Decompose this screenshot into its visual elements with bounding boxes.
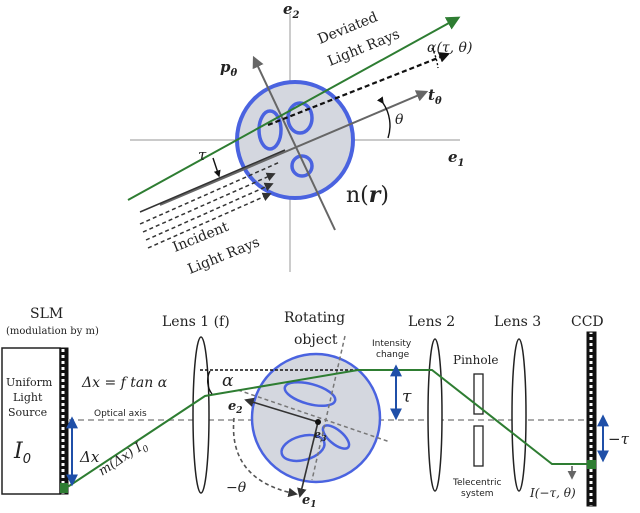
p-theta-label: p [220, 58, 231, 76]
svg-text:I0: I0 [13, 439, 31, 467]
telecentric-label-2: system [461, 489, 494, 499]
bottom-diagram: SLM (modulation by m) Lens 1 (f) Rotatin… [1, 306, 630, 510]
tau-arrow [212, 157, 221, 178]
neg-theta-label: −θ [226, 480, 247, 496]
source-I0: I [13, 439, 24, 464]
incident-ray-1 [139, 161, 281, 225]
object-axis-dashed-2 [237, 389, 391, 443]
alpha-arc-bottom [207, 370, 213, 395]
tau-label: τ [198, 146, 207, 164]
svg-text:e1: e1 [302, 493, 317, 508]
incident-ray-solid [139, 149, 286, 213]
svg-text:e3: e3 [314, 428, 327, 443]
neg-theta-arc [232, 417, 298, 498]
ccd-sensor [586, 331, 597, 507]
rotating-object-disk [250, 352, 382, 484]
svg-text:pθ: pθ [220, 58, 238, 79]
theta-arc [376, 96, 391, 139]
ccd-active-pixel [587, 460, 596, 469]
t-theta-axis [159, 90, 429, 206]
theta-label: θ [395, 112, 404, 128]
intensity-change-label-2: change [376, 350, 410, 360]
incident-ray-2 [142, 172, 276, 233]
slm-strip [59, 347, 69, 495]
svg-text:m(Δx) I0: m(Δx) I0 [96, 437, 151, 482]
source-label-2: Light [13, 391, 43, 404]
slm-active-pixel [60, 483, 68, 493]
e2-arrow [244, 397, 319, 423]
rotating-label-2: object [294, 332, 338, 348]
lens3-label: Lens 3 [494, 314, 541, 330]
e3-center-dot [315, 419, 321, 425]
svg-text:e2: e2 [228, 399, 243, 416]
source-label-1: Uniform [6, 376, 53, 389]
neg-tau-label: −τ [608, 430, 630, 448]
deviated-ray [127, 16, 461, 201]
e2-label-bottom: e [228, 399, 236, 414]
svg-text:e1: e1 [448, 148, 465, 169]
top-diagram: e2 e1 pθ tθ Deviated Light Rays α(τ, θ) … [127, 0, 472, 278]
incident-ray-3 [145, 182, 274, 241]
pinhole-upper [473, 373, 484, 415]
p-theta-axis [252, 55, 336, 231]
e1-label-bottom: e [302, 493, 310, 508]
delta-x-label: Δx [79, 448, 100, 466]
tau-label-bottom: τ [402, 387, 412, 407]
ccd-label: CCD [571, 314, 604, 330]
optical-axis-label: Optical axis [94, 409, 147, 419]
svg-text:tθ: tθ [428, 86, 442, 107]
e1-arrow [297, 421, 319, 498]
alpha-arc [431, 47, 439, 69]
rotating-label-1: Rotating [284, 310, 345, 326]
slm-subtitle: (modulation by m) [6, 326, 99, 337]
pinhole-lower [473, 425, 484, 467]
inclusion-ellipse-2 [286, 101, 314, 135]
telecentric-label-1: Telecentric [452, 478, 501, 488]
delta-x-equation: Δx = f tan α [81, 375, 168, 391]
object-inclusion-1 [283, 380, 337, 408]
lens-3 [511, 338, 527, 492]
n-r-label: n( [346, 183, 369, 208]
m-delta-x-label: m(Δx) I [96, 440, 146, 479]
uniform-light-source [1, 347, 61, 495]
e2-label: e [283, 0, 293, 18]
svg-text:e2: e2 [283, 0, 300, 21]
lens2-label: Lens 2 [408, 314, 455, 330]
svg-text:n(r): n(r) [346, 182, 389, 208]
t-theta-label: t [428, 86, 435, 104]
incident-ray-4 [147, 192, 272, 249]
intensity-change-label-1: Intensity [372, 339, 412, 349]
pinhole-label: Pinhole [453, 353, 499, 367]
undeviated-dashed-ray [267, 52, 451, 127]
output-intensity-label: I(−τ, θ) [529, 486, 576, 500]
slm-title: SLM [30, 306, 63, 322]
lens-1 [192, 336, 210, 494]
object-axis-dashed-1 [311, 335, 346, 481]
alpha-label-bottom: α [222, 371, 234, 391]
lens-2 [427, 338, 443, 492]
alpha-tau-theta-label: α(τ, θ) [427, 40, 472, 56]
source-label-3: Source [8, 406, 47, 419]
inclusion-ellipse-1 [257, 109, 283, 151]
e1-label: e [448, 148, 458, 166]
e3-label-bottom: e [314, 428, 321, 441]
lens1-label: Lens 1 (f) [162, 314, 230, 330]
